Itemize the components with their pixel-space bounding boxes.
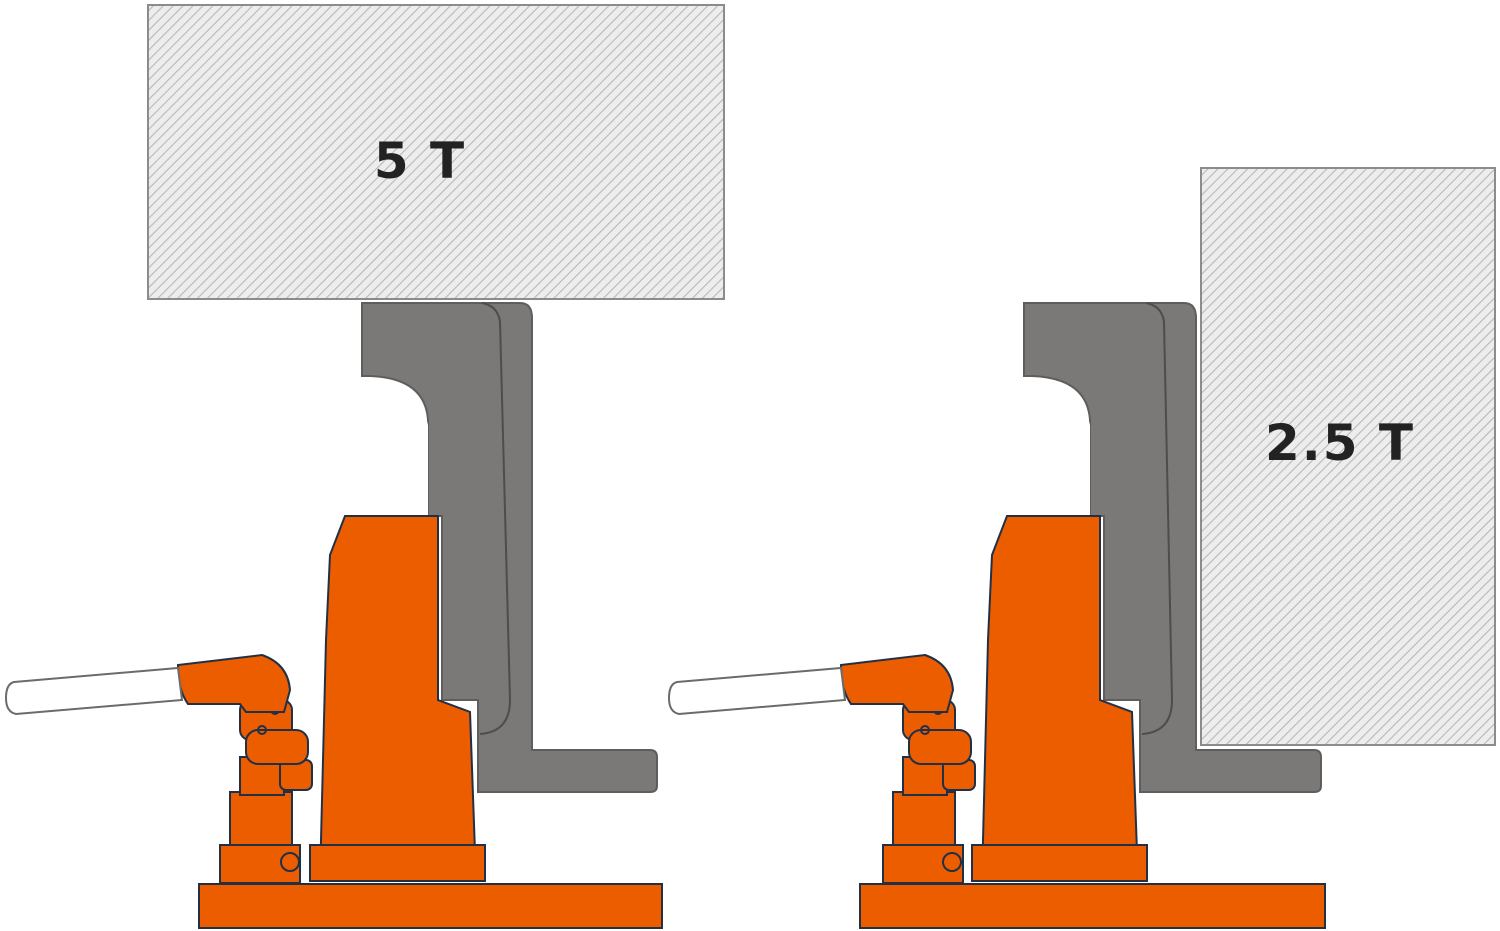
left-frame-window [356, 378, 428, 516]
left-scenario-top-load: 5 T [4, 4, 725, 929]
left-hydraulic-jack [4, 515, 663, 929]
right-toe-lift-frame [1018, 302, 1322, 793]
top-load-block [147, 4, 725, 300]
side-load-block [1200, 167, 1496, 746]
left-jack-base [198, 883, 663, 929]
right-hydraulic-jack [667, 515, 1326, 929]
left-toe-lift-frame [356, 302, 658, 793]
right-scenario-toe-load: 2.5 T [667, 167, 1496, 929]
top-load-label: 5 T [374, 132, 466, 190]
right-jack-handle [667, 666, 847, 716]
right-frame-window [1018, 378, 1090, 516]
right-jack-base [859, 883, 1326, 929]
side-load-label: 2.5 T [1265, 414, 1415, 472]
left-jack-handle [4, 666, 184, 716]
